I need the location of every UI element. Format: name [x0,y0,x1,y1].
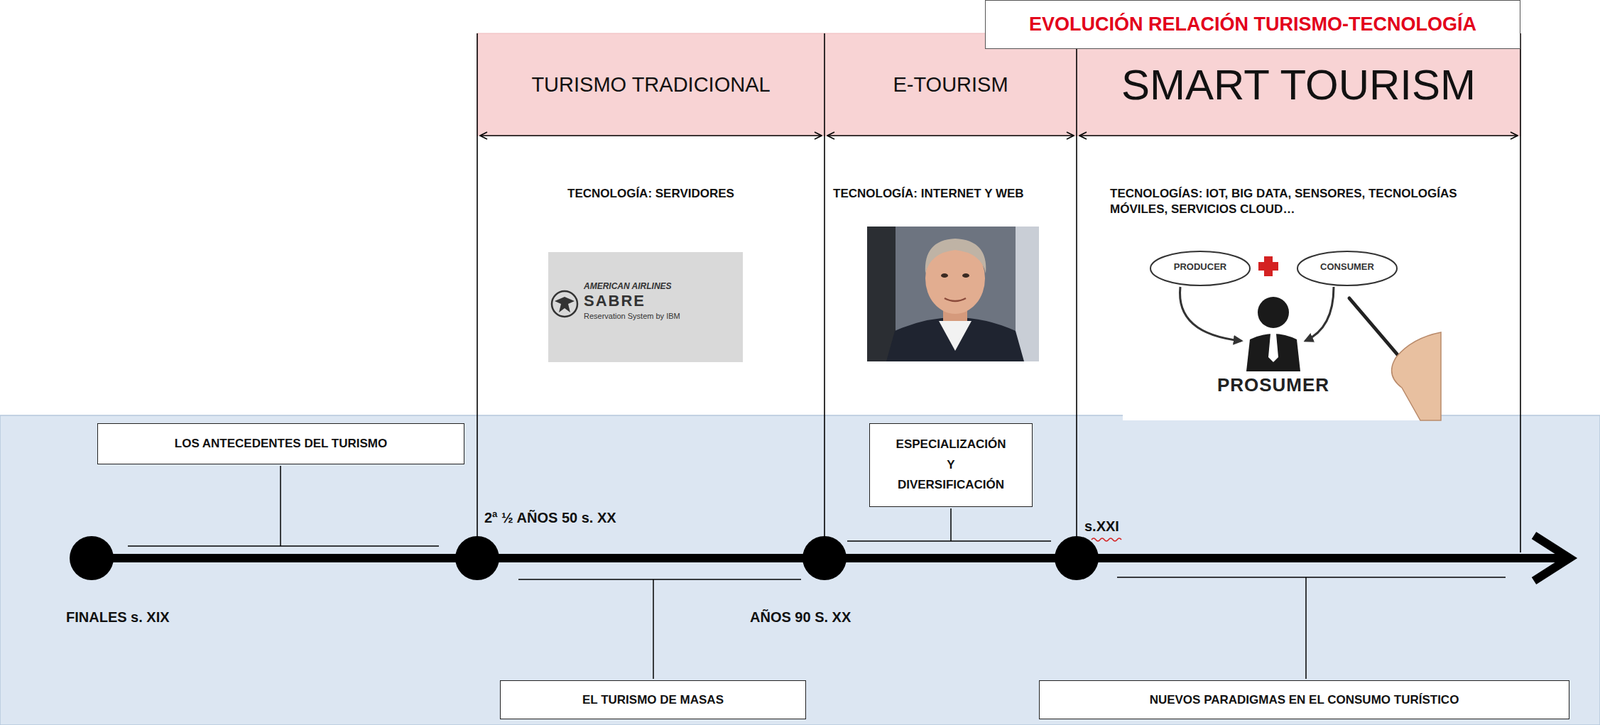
span-arrow [827,134,1074,137]
logo-text: SABRE [583,291,646,310]
pen [1349,298,1400,357]
portrait-eye [962,273,970,278]
speech-bubble [1297,251,1397,286]
blue-ground [0,415,1600,725]
leader-line [847,540,1052,542]
leader-line [950,508,952,542]
period-box-text: EL TURISMO DE MASAS [582,692,724,708]
divider-line [1075,33,1078,540]
period-box: NUEVOS PARADIGMAS EN EL CONSUMO TURÍSTIC… [1038,680,1570,720]
date-label: AÑOS 90 S. XX [749,609,851,626]
timeline-arrowhead [1533,535,1570,581]
divider-line [823,33,826,540]
portrait-mouth [944,298,966,302]
technology-text: TECNOLOGÍA: SERVIDORES [484,186,818,202]
period-box: LOS ANTECEDENTES DEL TURISMO [97,423,465,465]
title-text: EVOLUCIÓN RELACIÓN TURISMO-TECNOLOGÍA [1029,13,1477,36]
image-text: PROSUMER [1217,374,1330,397]
divider-line [476,33,478,540]
photo-ground [867,226,1039,362]
logo-text: AMERICAN AIRLINES [583,281,672,292]
portrait-photo [867,226,1039,362]
logo-eagle [554,296,575,313]
section-body: TECNOLOGÍA: SERVIDORES [484,186,818,202]
timeline-dot [455,536,500,581]
section-heading: E-TOURISM [892,73,1008,97]
timeline-dot [1054,536,1099,581]
span-arrows [480,134,1518,137]
portrait-suit [886,317,1025,362]
illustration-ground [1122,232,1441,421]
curved-arrow [1180,286,1242,341]
leader-line [1117,576,1506,579]
date-label: s.XXI [1084,518,1120,535]
section-heading: TURISMO TRADICIONAL [531,73,770,97]
timeline-dot [802,536,847,581]
section-body: TECNOLOGÍAS: IOT, BIG DATA, SENSORES, TE… [1109,186,1493,218]
period-box-text: LOS ANTECEDENTES DEL TURISMO [174,436,388,451]
span-arrow [1079,134,1518,137]
person-body [1246,333,1301,372]
portrait-hair [925,238,987,274]
hand [1391,332,1441,421]
section-body: TECNOLOGÍA: INTERNET Y WEB [833,186,1071,202]
span-arrow [480,134,822,137]
curved-arrow [1305,286,1334,341]
person-head [1257,296,1289,329]
leader-line [279,465,282,547]
period-section: TURISMO TRADICIONAL TECNOLOGÍA: SERVIDORE… [477,33,825,559]
period-box: EL TURISMO DE MASAS [499,680,807,720]
logo-text: Reservation System by IBM [583,311,681,321]
technology-text: TECNOLOGÍA: INTERNET Y WEB [833,186,1071,202]
period-box-text: NUEVOS PARADIGMAS EN EL CONSUMO TURÍSTIC… [1149,692,1460,708]
logo-emblem [551,291,578,317]
date-label: FINALES s. XIX [66,609,170,626]
image-text: PRODUCER [1173,262,1227,273]
technology-text: TECNOLOGÍAS: IOT, BIG DATA, SENSORES, TE… [1109,186,1493,218]
timeline-dot [69,536,114,581]
period-dividers [477,33,1521,553]
leader-line [518,578,802,581]
speech-bubble [1150,251,1250,286]
photo-backdrop [867,226,896,362]
section-header: TURISMO TRADICIONAL [477,33,825,136]
photo-backdrop [1015,226,1039,362]
leader-line [652,579,655,679]
divider-line [1519,33,1522,553]
section-heading: SMART TOURISM [1121,60,1476,110]
logo-ground [548,252,743,363]
period-section: SMART TOURISM TECNOLOGÍAS: IOT, BIG DATA,… [1076,33,1521,559]
period-box: ESPECIALIZACIÓN Y DIVERSIFICACIÓN [869,423,1033,508]
title-box: EVOLUCIÓN RELACIÓN TURISMO-TECNOLOGÍA [984,0,1521,50]
leader-lines [127,465,1506,679]
timeline-dots [69,536,1099,581]
period-box-text: ESPECIALIZACIÓN Y DIVERSIFICACIÓN [896,434,1007,497]
image-text: CONSUMER [1320,262,1375,273]
section-header: SMART TOURISM [1076,33,1521,136]
portrait-shirt [938,320,972,351]
plus-sign [1258,262,1279,271]
section-header: E-TOURISM [824,33,1077,136]
prosumer-illustration [1122,232,1441,421]
spellcheck-squiggle [1091,538,1122,542]
person-tie [1268,333,1279,363]
leader-line [1305,577,1307,679]
portrait-eye [940,273,949,278]
leader-line [127,545,439,547]
sabre-logo [548,252,743,363]
date-label: 2ª ½ AÑOS 50 s. XX [484,509,617,527]
